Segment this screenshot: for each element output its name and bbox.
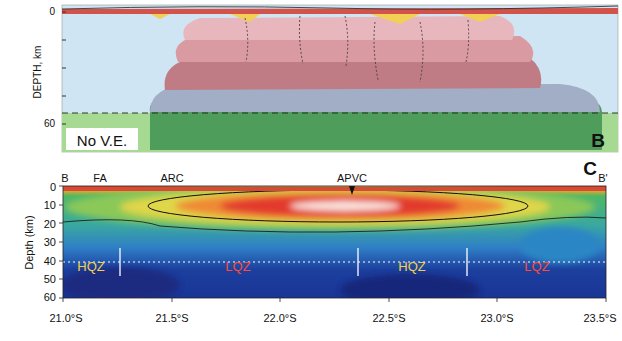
zone-label: LQZ <box>524 260 549 273</box>
tick-label: 60 <box>44 119 55 129</box>
tick-label: 23.5°S <box>583 313 616 324</box>
panel-c <box>59 184 606 306</box>
tick-label: 60 <box>44 292 56 303</box>
scale-note: No V.E. <box>77 133 127 148</box>
tick-label: 30 <box>44 237 56 248</box>
tick-label: 10 <box>44 200 56 211</box>
tick-label: 22.0°S <box>263 313 296 324</box>
tick-label: 0 <box>50 182 56 193</box>
panel-letter: B <box>591 131 605 150</box>
profile-end: B' <box>598 173 607 184</box>
panel-b <box>62 5 618 152</box>
region-label: ARC <box>160 173 183 184</box>
zone-label: LQZ <box>225 260 250 273</box>
tick-label: 50 <box>44 274 56 285</box>
tick-label: 20 <box>44 219 56 230</box>
region-label: APVC <box>337 173 367 184</box>
zone-label: HQZ <box>398 260 425 273</box>
zone-label: HQZ <box>77 260 104 273</box>
tick-label: 21.0°S <box>49 313 82 324</box>
tick-label: 40 <box>44 256 56 267</box>
profile-end: B <box>61 173 68 184</box>
axis-title: Depth (km) <box>24 215 35 269</box>
tick-label: 0 <box>49 7 55 17</box>
tick-label: 21.5°S <box>155 313 188 324</box>
axis-title: DEPTH, km <box>33 46 43 99</box>
panel-letter: C <box>583 159 597 178</box>
tick-label: 23.0°S <box>480 313 513 324</box>
region-label: FA <box>93 173 106 184</box>
tick-label: 22.5°S <box>372 313 405 324</box>
